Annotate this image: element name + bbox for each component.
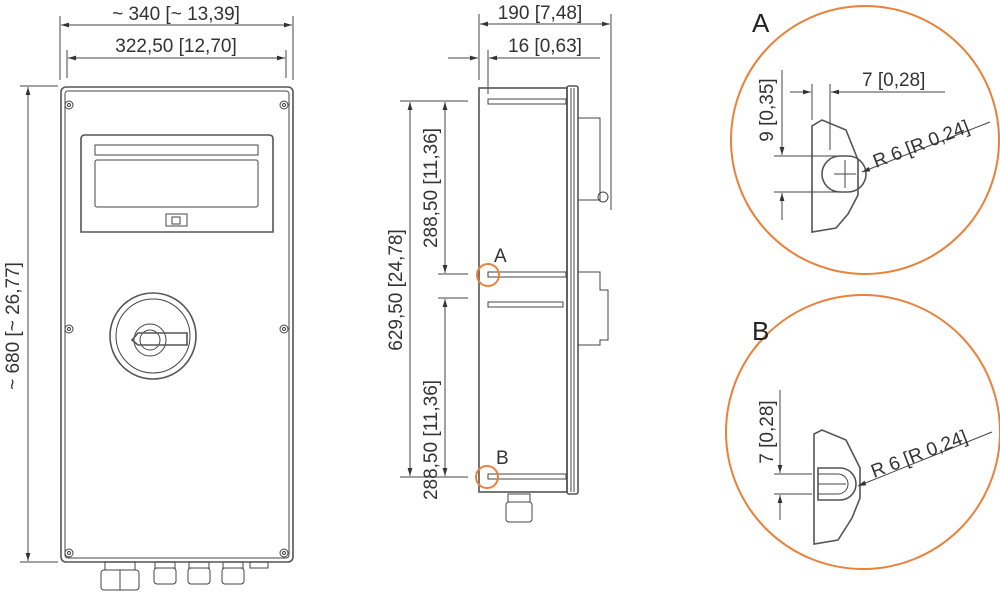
marker-b-label: B [496,448,509,469]
rotary-switch [109,292,197,380]
side-body [478,87,568,493]
overall-width-label: ~ 340 [~ 13,39] [112,4,240,25]
front-view: ~ 340 [~ 13,39] 322,50 [12,70] ~ 680 [~ … [3,4,294,591]
cable-glands [100,561,269,591]
wall-offset-label: 16 [0,63] [508,36,582,57]
overall-height-label: ~ 680 [~ 26,77] [3,262,24,390]
upper-span-label: 288,50 [11,36] [421,128,442,248]
enclosure-body [60,86,294,563]
detail-b: B 7 [0,28] R 6 [R 0,24] [725,294,1000,570]
mount-span-label: 629,50 [24,78] [386,229,407,351]
detail-b-title: B [752,316,769,346]
detail-a-radius-label: R 6 [R 0,24] [870,117,972,173]
detail-a-width-label: 7 [0,28] [862,70,925,91]
marker-a-label: A [494,246,507,267]
detail-a-height-label: 9 [0,35] [757,78,778,141]
detail-a-marker [476,263,500,287]
lower-span-label: 288,50 [11,36] [421,380,442,500]
detail-b-radius-label: R 6 [R 0,24] [868,427,970,483]
screws [64,100,289,558]
detail-b-marker [475,465,499,489]
side-view: 190 [7,48] 16 [0,63] 629,50 [24,78] 288,… [386,3,612,523]
depth-label: 190 [7,48] [498,3,583,24]
detail-a-title: A [752,8,770,38]
breaker-window [80,134,274,233]
detail-a: A 7 [0,28] 9 [0,35] R 6 [R 0,24] [730,5,1000,275]
body-width-label: 322,50 [12,70] [115,36,237,57]
detail-b-height-label: 7 [0,28] [757,400,778,463]
